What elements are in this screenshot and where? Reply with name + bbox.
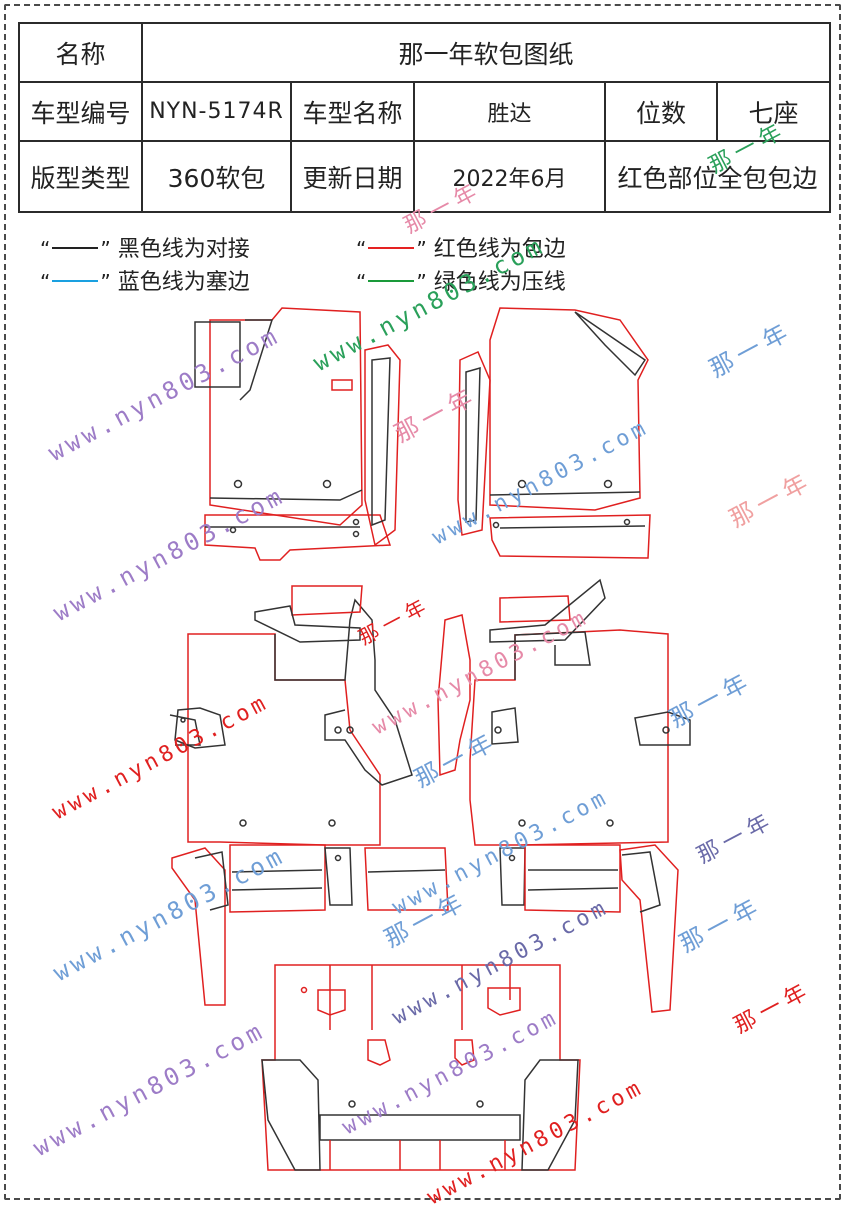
quote-open: “	[40, 270, 51, 294]
quote-open: “	[356, 270, 367, 294]
page-border	[4, 4, 841, 1200]
third-row-mat	[261, 964, 581, 1171]
quote-open: “	[40, 237, 51, 261]
blue-line-swatch	[52, 280, 99, 282]
quote-open: “	[356, 237, 367, 261]
legend-black-text: 黑色线为对接	[117, 237, 250, 262]
legend-green: “ ” 绿色线为压线	[356, 264, 566, 296]
red-line-swatch	[368, 247, 415, 249]
quote-close: ”	[416, 270, 427, 294]
second-row-pieces	[171, 844, 679, 1013]
type-value: 360软包	[141, 140, 292, 213]
model-code-label: 车型编号	[18, 81, 143, 142]
front-right-mat	[457, 307, 651, 559]
note-value: 红色部位全包包边	[603, 140, 832, 213]
quote-close: ”	[100, 237, 111, 261]
type-label: 版型类型	[18, 140, 143, 213]
model-name-label: 车型名称	[290, 81, 415, 142]
spec-table: 名称 那一年软包图纸 车型编号 NYN-5174R 车型名称 胜达 位数 七座 …	[18, 22, 832, 213]
legend-blue: “ ” 蓝色线为塞边	[40, 264, 250, 296]
front-left-mat	[194, 307, 401, 561]
date-value: 2022年6月	[413, 140, 606, 213]
quote-close: ”	[416, 237, 427, 261]
model-name-value: 胜达	[413, 81, 606, 142]
legend-red-text: 红色线为包边	[433, 237, 566, 262]
name-value: 那一年软包图纸	[140, 22, 832, 83]
middle-left-mat	[169, 585, 413, 846]
quote-close: ”	[100, 270, 111, 294]
black-line-swatch	[52, 247, 99, 249]
middle-right-mat	[437, 578, 691, 846]
model-code-value: NYN-5174R	[141, 81, 292, 142]
date-label: 更新日期	[290, 140, 415, 213]
name-label: 名称	[18, 22, 143, 83]
seats-value: 七座	[715, 81, 832, 142]
legend-blue-text: 蓝色线为塞边	[117, 270, 250, 295]
legend-green-text: 绿色线为压线	[433, 270, 566, 295]
green-line-swatch	[368, 280, 415, 282]
legend-red: “ ” 红色线为包边	[356, 231, 566, 263]
seats-label: 位数	[604, 81, 718, 142]
legend-black: “ ” 黑色线为对接	[40, 231, 250, 263]
